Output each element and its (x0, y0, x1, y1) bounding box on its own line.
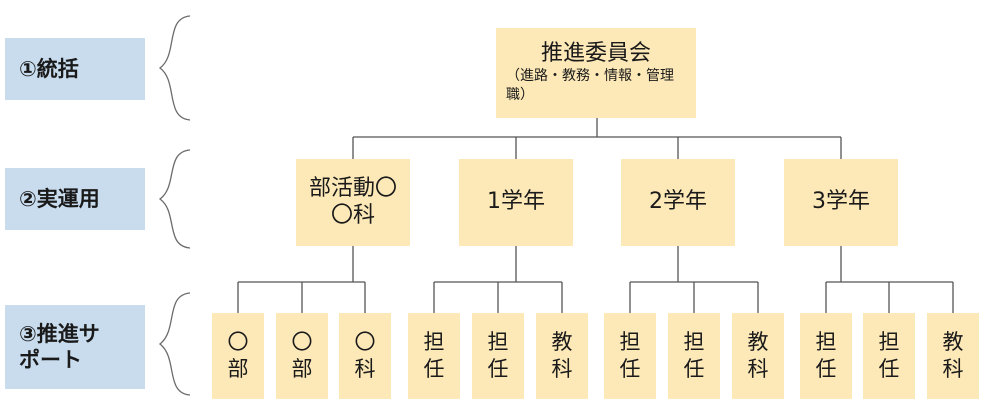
leaf-node-label: 担任 (487, 329, 509, 381)
leaf-node: 〇部 (276, 313, 328, 399)
leaf-node: 〇科 (339, 313, 391, 399)
leaf-node: 教科 (536, 313, 588, 399)
node-steering-committee-title: 推進委員会 (540, 40, 651, 66)
node-club-department: 部活動〇〇科 (296, 159, 410, 246)
node-grade-1-label: 1学年 (487, 189, 545, 215)
leaf-node-label: 担任 (619, 329, 641, 381)
leaf-node-label: 教科 (942, 329, 964, 381)
leaf-node-label: 〇科 (354, 329, 376, 381)
leaf-node: 担任 (472, 313, 524, 399)
node-grade-3-label: 3学年 (812, 189, 870, 215)
leaf-node-label: 担任 (683, 329, 705, 381)
leaf-node-label: 〇部 (227, 329, 249, 381)
leaf-node: 〇部 (212, 313, 264, 399)
leaf-node-label: 担任 (815, 329, 837, 381)
node-grade-2-label: 2学年 (649, 189, 707, 215)
leaf-node-label: 教科 (747, 329, 769, 381)
brace-level-3 (158, 292, 191, 396)
leaf-node: 担任 (668, 313, 720, 399)
leaf-node: 担任 (800, 313, 852, 399)
leaf-node: 教科 (732, 313, 784, 399)
brace-level-1 (158, 15, 191, 121)
level-label-1: ①統括 (5, 38, 145, 100)
leaf-node-label: 〇部 (291, 329, 313, 381)
level-label-2: ②実運用 (5, 168, 145, 230)
node-grade-1: 1学年 (459, 159, 573, 246)
brace-level-2 (158, 149, 191, 249)
leaf-node: 担任 (604, 313, 656, 399)
level-label-3: ③推進サポート (5, 305, 145, 389)
leaf-node-label: 担任 (423, 329, 445, 381)
node-steering-committee: 推進委員会 （進路・教務・情報・管理職） (496, 28, 696, 118)
node-steering-committee-subtitle: （進路・教務・情報・管理職） (506, 68, 674, 104)
leaf-node: 担任 (863, 313, 915, 399)
level-label-3-text: ③推進サポート (19, 321, 100, 372)
leaf-node-label: 教科 (551, 329, 573, 381)
leaf-node-label: 担任 (878, 329, 900, 381)
leaf-node: 教科 (927, 313, 979, 399)
node-grade-2: 2学年 (621, 159, 735, 246)
node-club-department-label: 部活動〇〇科 (309, 176, 398, 228)
node-grade-3: 3学年 (784, 159, 898, 246)
leaf-node: 担任 (408, 313, 460, 399)
